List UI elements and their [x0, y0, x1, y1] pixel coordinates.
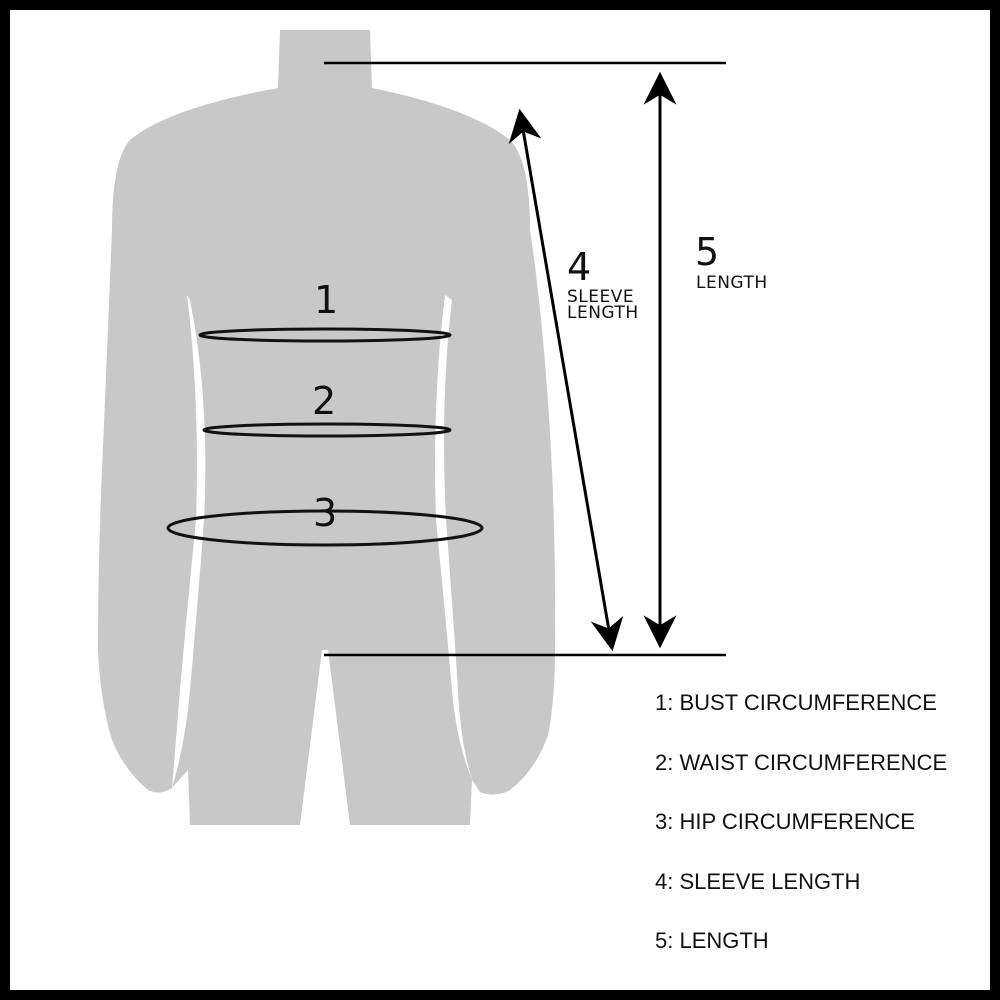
sleeve-caption-line1: SLEEVE [567, 287, 634, 307]
hip-ring [166, 509, 484, 547]
bust-number-label: 1 [314, 278, 338, 322]
length-number-label: 5 [695, 230, 719, 274]
length-caption: LENGTH [696, 273, 768, 293]
legend-item-waist: 2: WAIST CIRCUMFERENCE [655, 749, 948, 775]
bust-ring [198, 327, 452, 343]
right-armpit-gap [435, 295, 472, 780]
sleeve-length-arrow [508, 108, 624, 652]
torso-silhouette [98, 30, 556, 825]
legend-item-length: 5: LENGTH [655, 928, 769, 953]
measurement-legend: 1: BUST CIRCUMFERENCE 2: WAIST CIRCUMFER… [655, 686, 947, 984]
waist-number-label: 2 [312, 379, 336, 423]
left-armpit-gap [172, 295, 206, 788]
sleeve-number-label: 4 [567, 245, 591, 289]
sleeve-caption-line2: LENGTH [567, 303, 639, 323]
legend-item-bust: 1: BUST CIRCUMFERENCE [655, 690, 937, 715]
legend-item-sleeve-length: 4: SLEEVE LENGTH [655, 868, 861, 894]
hip-number-label: 3 [313, 491, 337, 535]
waist-ring [202, 422, 452, 438]
legend-item-hip: 3: HIP CIRCUMFERENCE [655, 809, 915, 834]
